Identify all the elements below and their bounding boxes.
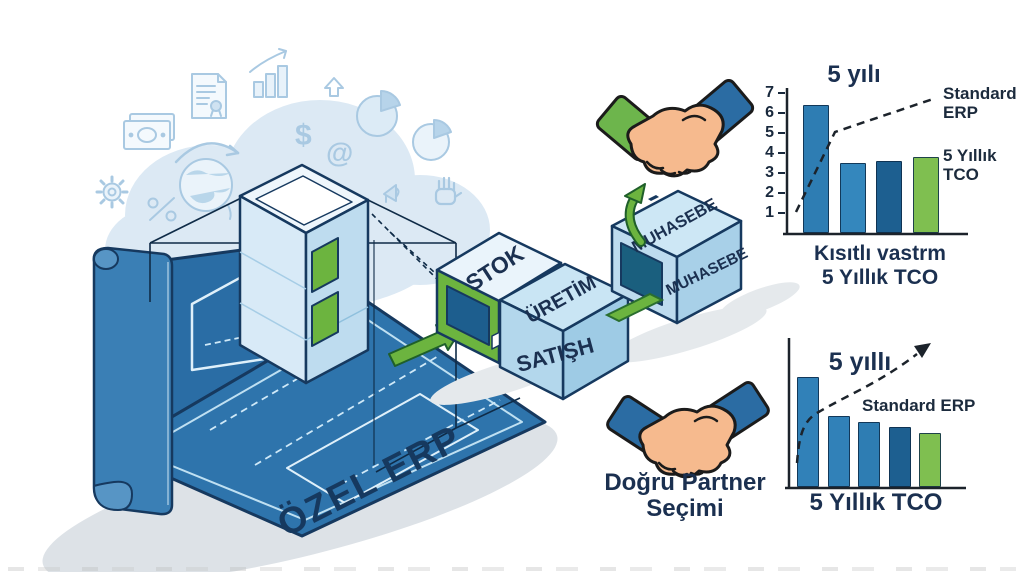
up-arrow-icon (324, 77, 344, 97)
clasped-hands (638, 404, 737, 479)
bar-4 (888, 427, 911, 487)
x-label-line1: Kısıtlı vastrm (814, 242, 946, 265)
document-icon (191, 73, 227, 119)
chart1-x-label: Kısıtlı vastrm 5 Yıllık TCO (778, 242, 982, 289)
bar-3 (876, 161, 902, 233)
globe-icon (174, 142, 240, 220)
module-connector (604, 292, 665, 323)
chart1-title: 5 yılı (827, 61, 881, 88)
partner-caption-line1: Doğru Partner (604, 469, 766, 496)
right-label-line2: TCO (943, 165, 979, 185)
svg-text:$: $ (295, 119, 312, 152)
pie-chart-icon-2 (412, 118, 452, 161)
y-tick-2: 2 (760, 183, 785, 203)
blueprint-roll (92, 246, 174, 516)
module-box-muhasebe: MUHASEBE MUHASEBE (610, 189, 751, 325)
at-icon: @ (326, 137, 353, 168)
chart2-trend-label: Standard ERP (862, 396, 976, 415)
module-box-uretim-satis: ÜRETİM SATIŞH (498, 262, 630, 401)
bar-5 (919, 433, 942, 487)
bar-2 (839, 163, 866, 233)
chart2-x-label: 5 Yıllık TCO (809, 489, 943, 516)
handshake-top (595, 78, 755, 178)
arrow-to-handshake (624, 183, 646, 247)
pie-chart-icon (356, 90, 401, 137)
gear-icon (95, 175, 129, 209)
y-tick-4: 4 (760, 143, 785, 163)
bar-1 (797, 377, 819, 487)
trend-label-line2: ERP (943, 103, 978, 123)
svg-text:@: @ (326, 137, 353, 168)
erp-tower (238, 163, 370, 385)
chart1-trend-label: Standard ERP (943, 84, 1023, 122)
y-tick-7: 7 (760, 83, 785, 103)
hand-icon (434, 176, 463, 206)
cropped-bottom-text (8, 567, 1016, 571)
clasped-hands (626, 103, 725, 178)
megaphone-icon (383, 184, 400, 203)
chart2-title: 5 yıllı (828, 348, 892, 376)
chart-5y-tco: 5 yıllı Standard ERP 5 Yıllık TCO (760, 330, 1024, 540)
growth-chart-icon (249, 48, 288, 98)
bar-3 (858, 422, 881, 487)
x-label-line2: 5 Yıllık TCO (821, 265, 939, 289)
right-label-line1: 5 Yıllık (943, 146, 997, 165)
y-tick-3: 3 (760, 163, 785, 183)
tower-window-2 (311, 291, 339, 347)
money-icon (123, 113, 175, 150)
bar-4 (912, 157, 939, 233)
tower-window-1 (311, 237, 339, 293)
y-tick-5: 5 (760, 123, 785, 143)
chart-custom-erp-tco: 5 yılı Standard ERP 5 Yıllık TCO Kısıtlı… (760, 60, 1024, 300)
bar-2 (827, 416, 850, 487)
trend-label-line1: Standard (943, 84, 1017, 103)
chart1-right-label: 5 Yıllık TCO (943, 146, 1023, 184)
handshake-bottom (606, 381, 770, 479)
bar-1 (803, 105, 829, 233)
y-tick-1: 1 (760, 203, 785, 223)
partner-caption: Doğru Partner Seçimi (595, 469, 775, 523)
partner-caption-line2: Seçimi (646, 495, 724, 523)
y-tick-6: 6 (760, 103, 785, 123)
dollar-icon: $ (295, 119, 312, 152)
percent-icon (147, 197, 177, 222)
